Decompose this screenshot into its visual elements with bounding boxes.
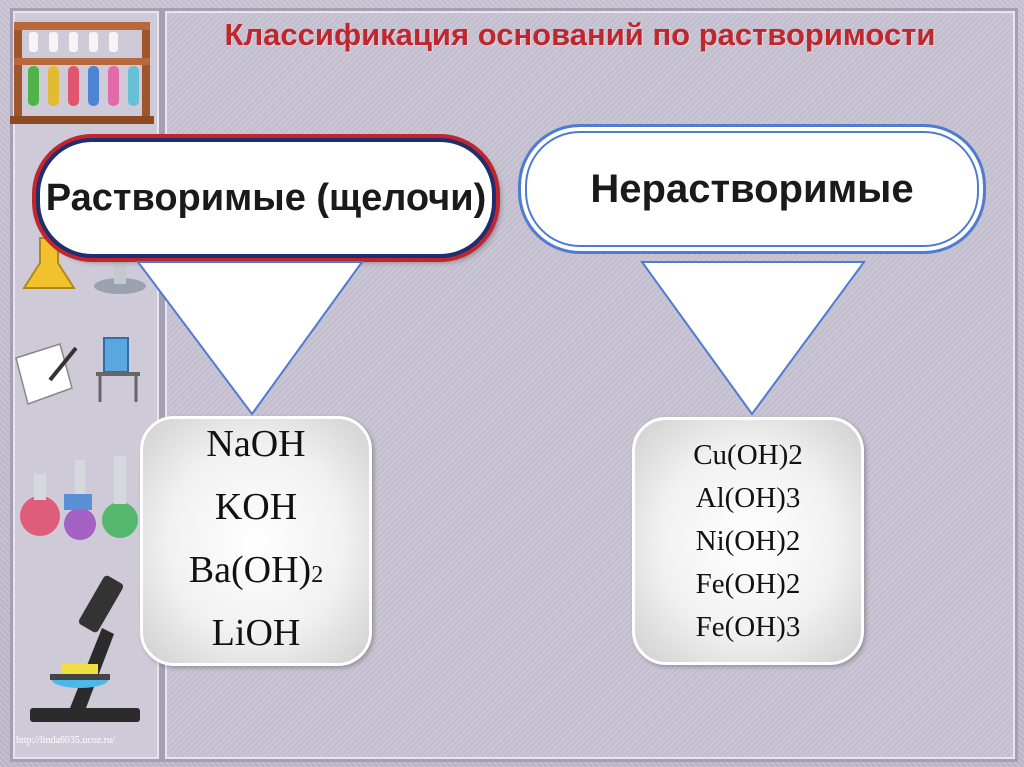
- formula-aloh3: Al(OH)3: [695, 481, 801, 514]
- insoluble-formulas-box: Cu(OH)2 Al(OH)3 Ni(OH)2 Fe(OH)2 Fe(OH)3: [632, 417, 864, 665]
- soluble-category-box: Растворимые (щелочи): [36, 138, 496, 258]
- formula-koh: KOH: [214, 486, 298, 528]
- flask-icon: [22, 237, 146, 294]
- formula-lioh: LiOH: [211, 612, 301, 654]
- formula-baoh2: Ba(OH)2: [188, 549, 324, 591]
- source-url: http://linda6035.ucoz.ru/: [16, 735, 115, 746]
- beakers-icon: [20, 456, 138, 540]
- slide-title: Классификация оснований по растворимости: [224, 17, 936, 52]
- lab-notebook-icon: [15, 337, 140, 405]
- soluble-connector-triangle: [136, 261, 364, 416]
- insoluble-connector-triangle: [640, 261, 866, 416]
- test-tube-rack-icon: [10, 22, 154, 124]
- soluble-formulas-box: NaOH KOH Ba(OH)2 LiOH: [140, 416, 372, 666]
- formula-feoh3: Fe(OH)3: [695, 610, 801, 643]
- sidebar-illustrations: [10, 22, 154, 722]
- formula-nioh2: Ni(OH)2: [695, 524, 801, 557]
- formula-cuoh2: Cu(OH)2: [693, 438, 803, 471]
- formula-naoh: NaOH: [206, 423, 306, 465]
- insoluble-category-box: Нерастворимые: [518, 124, 986, 254]
- formula-feoh2: Fe(OH)2: [695, 567, 801, 600]
- microscope-icon: [30, 575, 140, 722]
